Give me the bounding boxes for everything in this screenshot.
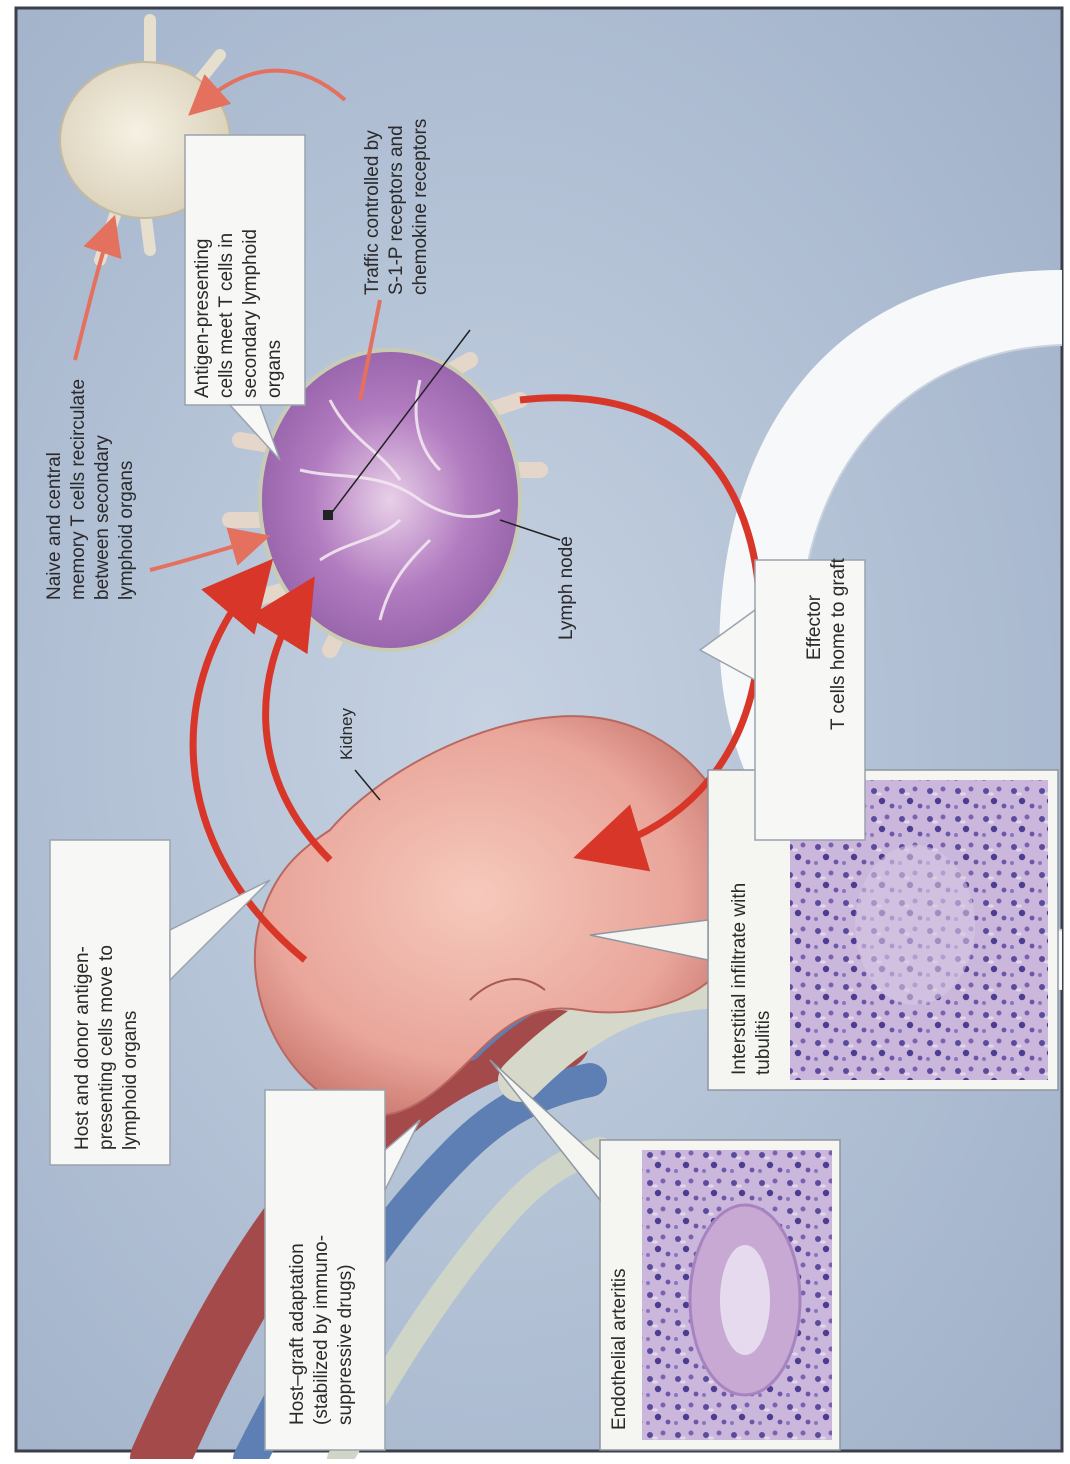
naive-line-1: Naive and central [44, 452, 65, 600]
label-traffic: Traffic controlled by S-1-P receptors an… [362, 119, 431, 295]
host-graft-line-1: Host–graft adaptation [287, 1243, 308, 1425]
label-lymph-node: Lymph node [556, 536, 577, 640]
naive-line-3: between secondary [92, 435, 113, 600]
host-donor-line-1: Host and donor antigen- [72, 946, 93, 1150]
apc-line-1: Antigen-presenting [192, 239, 213, 399]
host-donor-line-3: lymphoid organs [120, 1011, 141, 1150]
histology-endothelial [600, 1140, 840, 1450]
effector-line-2: T cells home to graft [828, 557, 849, 730]
label-kidney: Kidney [337, 708, 356, 760]
effector-line-1: Effector [804, 594, 825, 660]
interstitial-line-1: Interstitial infiltrate with [729, 883, 750, 1075]
host-graft-line-2: (stabilized by immuno- [311, 1235, 332, 1425]
naive-line-2: memory T cells recirculate [68, 379, 89, 600]
naive-line-4: lymphoid organs [116, 461, 137, 600]
host-donor-line-2: presenting cells move to [96, 945, 117, 1150]
apc-line-2: cells meet T cells in [216, 233, 237, 398]
apc-line-4: organs [264, 340, 285, 398]
traffic-line-2: S-1-P receptors and [386, 125, 407, 295]
label-endothelial: Endothelial arteritis [609, 1268, 630, 1430]
interstitial-line-2: tubulitis [753, 1011, 774, 1075]
host-graft-line-3: suppressive drugs) [335, 1264, 356, 1425]
traffic-line-3: chemokine receptors [410, 119, 431, 295]
apc-line-3: secondary lymphoid [240, 229, 261, 398]
traffic-line-1: Traffic controlled by [362, 130, 383, 295]
